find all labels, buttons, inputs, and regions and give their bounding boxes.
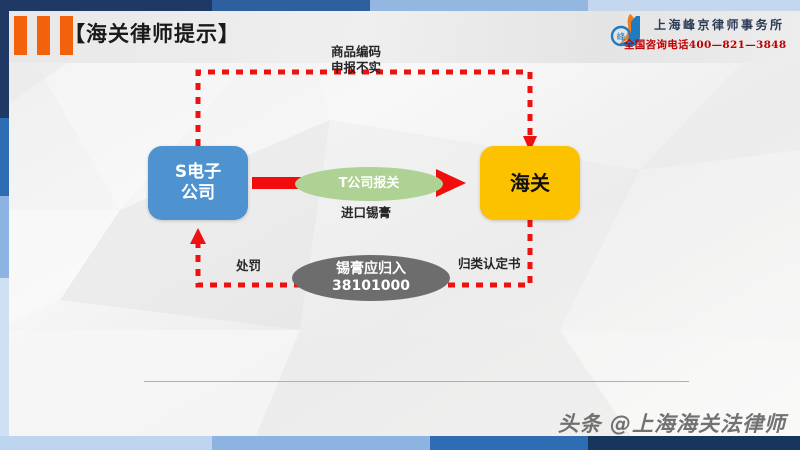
dashed-arrowhead-to-customs bbox=[523, 136, 537, 152]
left-bar-segment-4 bbox=[0, 278, 9, 450]
caption-misdeclaration-line1: 商品编码 bbox=[331, 44, 382, 59]
left-bar-segment-3 bbox=[0, 196, 9, 278]
header-accent-ticks bbox=[14, 16, 73, 55]
header-band bbox=[9, 11, 800, 63]
node-s-company[interactable]: S电子 公司 bbox=[148, 146, 248, 220]
law-firm-logo: 峰 上海峰京律师事务所 全国咨询电话400—821—3848 bbox=[598, 10, 794, 56]
law-firm-name: 上海峰京律师事务所 bbox=[654, 18, 785, 32]
caption-import-goods: 进口锡膏 bbox=[341, 205, 392, 220]
accent-tick-3 bbox=[60, 16, 73, 55]
accent-tick-2 bbox=[37, 16, 50, 55]
top-bar-segment-4 bbox=[588, 0, 800, 11]
ellipse-classification-label: 锡膏应归入 38101000 bbox=[332, 261, 410, 294]
bottom-bar-segment-4 bbox=[588, 436, 800, 450]
top-bar-segment-2 bbox=[212, 0, 370, 11]
dashed-arrowhead-to-company bbox=[190, 228, 206, 244]
law-firm-phone: 全国咨询电话400—821—3848 bbox=[624, 39, 787, 51]
ellipse-t-company-declaration[interactable]: T公司报关 bbox=[295, 167, 443, 201]
page-title: 【海关律师提示】 bbox=[64, 21, 240, 46]
ellipse-t-company-label: T公司报关 bbox=[338, 176, 400, 192]
bottom-bar-segment-2 bbox=[212, 436, 430, 450]
bottom-decor-bar bbox=[0, 436, 800, 450]
top-bar-segment-1 bbox=[0, 0, 212, 11]
caption-classification-ruling: 归类认定书 bbox=[458, 256, 521, 271]
left-bar-segment-2 bbox=[0, 118, 9, 196]
ellipse-classification-code[interactable]: 锡膏应归入 38101000 bbox=[292, 255, 450, 301]
node-s-company-label: S电子 公司 bbox=[174, 161, 222, 203]
left-decor-bar bbox=[0, 0, 9, 450]
bottom-bar-segment-3 bbox=[430, 436, 588, 450]
node-customs[interactable]: 海关 bbox=[480, 146, 580, 220]
svg-text:峰: 峰 bbox=[616, 32, 625, 43]
top-bar-segment-3 bbox=[370, 0, 588, 11]
footer-divider-line bbox=[144, 381, 689, 382]
bottom-bar-segment-1 bbox=[0, 436, 212, 450]
top-decor-bar bbox=[0, 0, 800, 11]
caption-misdeclaration-line2: 申报不实 bbox=[331, 59, 382, 75]
node-customs-label: 海关 bbox=[510, 170, 550, 195]
left-bar-segment-1 bbox=[0, 0, 9, 118]
dashed-path-misdeclaration bbox=[195, 69, 533, 146]
caption-misdeclaration: 商品编码 申报不实 bbox=[331, 44, 381, 75]
watermark-text: 头条 @上海海关法律师 bbox=[557, 412, 786, 436]
law-firm-logo-icon: 峰 bbox=[610, 14, 640, 47]
caption-penalty: 处罚 bbox=[236, 258, 262, 273]
accent-tick-1 bbox=[14, 16, 27, 55]
